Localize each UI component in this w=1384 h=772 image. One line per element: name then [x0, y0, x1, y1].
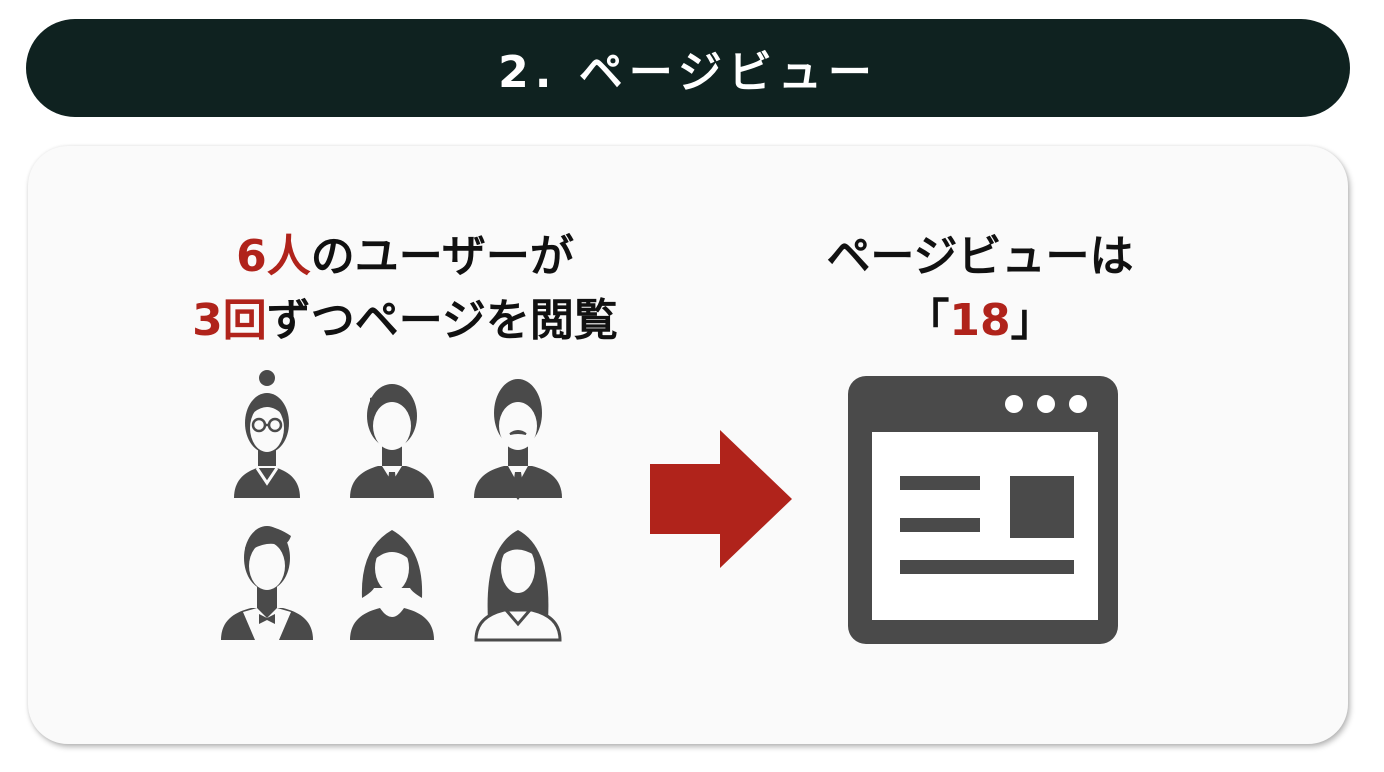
left-caption-line2: 3回ずつページを閲覧 — [0, 289, 810, 353]
browser-window-icon — [848, 376, 1118, 644]
users-group — [221, 370, 562, 642]
header-bar: 2. ページビュー — [26, 19, 1350, 117]
woman-glasses-icon — [234, 370, 300, 498]
left-caption: 6人のユーザーが 3回ずつページを閲覧 — [0, 225, 810, 353]
right-caption-line1: ページビューは — [826, 231, 1134, 282]
woman-short-hair-icon — [350, 530, 434, 640]
left-caption-line2-text: ずつページを閲覧 — [266, 295, 618, 346]
man-bowtie-icon — [221, 526, 313, 640]
bracket-close: 」 — [1010, 295, 1055, 346]
right-caption: ページビューは 「18」 — [690, 225, 1270, 353]
man-mustache-icon — [474, 379, 562, 500]
man-suit-icon — [350, 384, 434, 498]
right-arrow-icon — [650, 430, 792, 568]
left-caption-line1: 6人のユーザーが — [0, 225, 810, 289]
bracket-open: 「 — [905, 295, 950, 346]
visit-count-highlight: 3回 — [192, 295, 267, 346]
page-title: 2. ページビュー — [498, 47, 878, 98]
content-panel — [28, 146, 1348, 744]
woman-long-hair-icon — [474, 530, 562, 642]
user-count-highlight: 6人 — [236, 231, 311, 282]
left-caption-line1-text: のユーザーが — [310, 231, 574, 282]
right-caption-line2: 「18」 — [690, 289, 1270, 353]
pageview-value: 18 — [949, 295, 1011, 346]
